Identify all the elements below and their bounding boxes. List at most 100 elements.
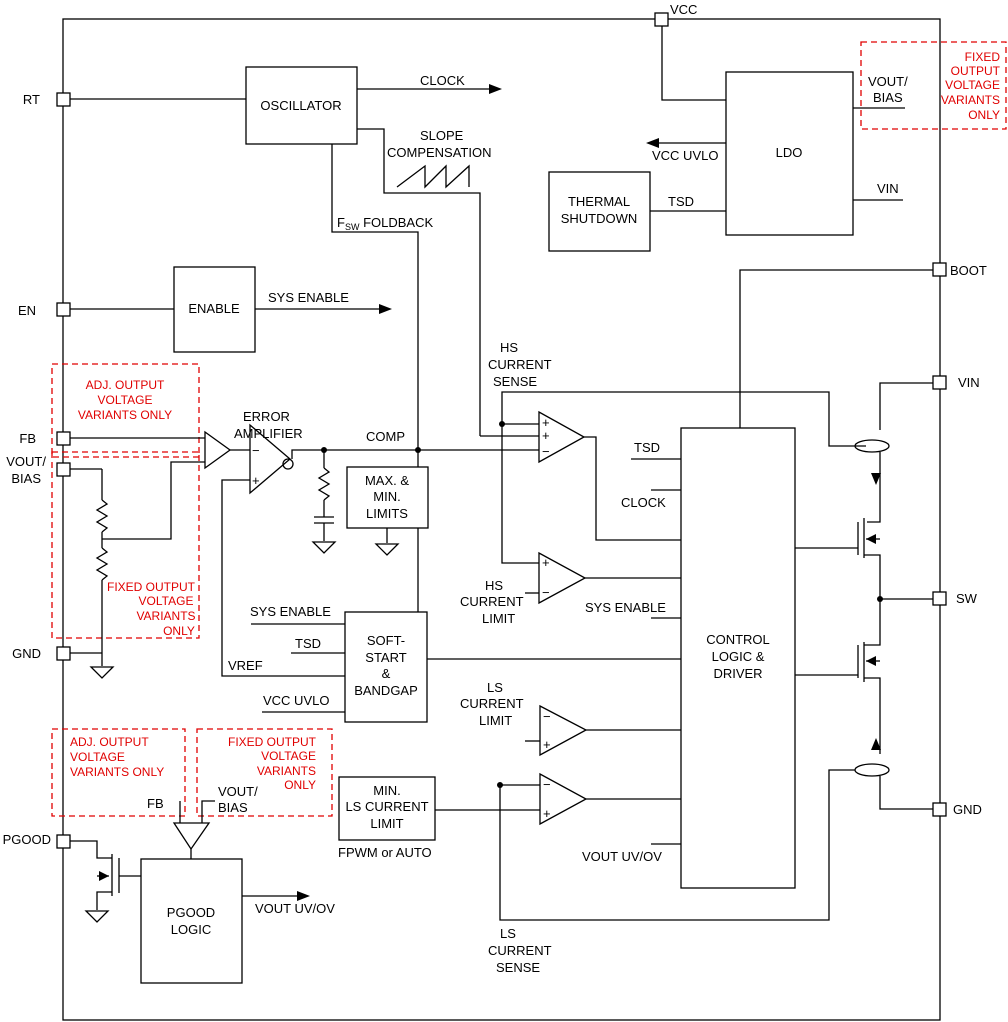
svg-text:−: −: [542, 585, 550, 600]
pin-rt[interactable]: RT: [23, 92, 71, 107]
pgood-mosfet-icon: [70, 840, 120, 910]
pin-gnd-right[interactable]: GND: [932, 802, 982, 817]
pg-vout-uvov-label: VOUT UV/OV: [255, 901, 335, 916]
ls-limit-label-2: CURRENT: [460, 696, 524, 711]
svg-text:VOLTAGE: VOLTAGE: [139, 594, 194, 608]
oscillator-block: OSCILLATOR: [245, 66, 358, 145]
ctrl-vout-uvov-label: VOUT UV/OV: [582, 849, 662, 864]
svg-text:−: −: [542, 444, 550, 459]
svg-text:ONLY: ONLY: [163, 624, 195, 638]
svg-text:ONLY: ONLY: [284, 778, 316, 792]
svg-text:LS CURRENT: LS CURRENT: [345, 799, 428, 814]
pin-gnd-right-label: GND: [953, 802, 982, 817]
hs-sense-label-1: HS: [500, 340, 518, 355]
pgood-mux-buffer: [172, 822, 211, 851]
svg-text:ONLY: ONLY: [968, 108, 1000, 122]
svg-text:DRIVER: DRIVER: [713, 666, 762, 681]
pin-boot-label: BOOT: [950, 263, 987, 278]
adj-variants-note-fb: [51, 363, 200, 458]
svg-text:MIN.: MIN.: [373, 783, 400, 798]
fixed-variants-note-top: [860, 41, 1007, 130]
svg-text:+: +: [542, 428, 550, 443]
pin-pgood[interactable]: PGOOD: [3, 832, 71, 849]
svg-text:OSCILLATOR: OSCILLATOR: [260, 98, 341, 113]
ls-sense-label-1: LS: [500, 926, 516, 941]
pin-en[interactable]: EN: [18, 302, 71, 318]
fixed-variants-note-pgood: [196, 728, 333, 817]
slope-wire: [357, 128, 481, 436]
pin-vcc-label: VCC: [670, 2, 697, 17]
slope-label-2: COMPENSATION: [387, 145, 492, 160]
pin-vout-label-2: BIAS: [11, 471, 41, 486]
ldo-vout-label-1: VOUT/: [868, 74, 908, 89]
hs-current-limit-comparator: [538, 551, 587, 605]
vcc-uvlo-arrow-icon: [646, 138, 659, 148]
svg-text:VOLTAGE: VOLTAGE: [945, 78, 1000, 92]
ss-vcc-uvlo-label: VCC UVLO: [263, 693, 329, 708]
control-logic-driver-block: CONTROL LOGIC & DRIVER: [680, 427, 796, 889]
fb-mux-buffer: [204, 430, 232, 470]
svg-text:LOGIC &: LOGIC &: [712, 649, 765, 664]
ls-sense-wire: [499, 769, 855, 921]
svg-text:MAX. &: MAX. &: [365, 473, 409, 488]
ls-sense-label-3: SENSE: [496, 960, 540, 975]
svg-text:THERMAL: THERMAL: [568, 194, 630, 209]
hs-sense-wire: [501, 391, 866, 447]
svg-text:+: +: [252, 473, 260, 488]
pin-vin[interactable]: VIN: [932, 375, 980, 390]
comp-wire: [291, 449, 540, 459]
error-amp-label-1: ERROR: [243, 409, 290, 424]
divider-tap-wire: [102, 461, 205, 540]
svg-text:SHUTDOWN: SHUTDOWN: [561, 211, 638, 226]
svg-text:−: −: [543, 777, 551, 792]
ls-min-comparator: [539, 772, 588, 826]
error-amp-label-2: AMPLIFIER: [234, 426, 303, 441]
fixed-variants-note-fb: [51, 451, 200, 639]
ls-limit-label-1: LS: [487, 680, 503, 695]
vin-wire: [879, 382, 933, 430]
pin-gnd-left-label: GND: [12, 646, 41, 661]
hs-sense-ct-icon: [854, 439, 890, 453]
hs-sense-label-3: SENSE: [493, 374, 537, 389]
pgood-logic-block: PGOOD LOGIC: [140, 858, 243, 984]
pg-fb-label: FB: [147, 796, 164, 811]
svg-text:VARIANTS ONLY: VARIANTS ONLY: [70, 765, 164, 779]
pin-sw[interactable]: SW: [932, 591, 978, 606]
hs-limit-label-3: LIMIT: [482, 611, 515, 626]
pin-vcc[interactable]: VCC: [654, 2, 697, 27]
clock-label: CLOCK: [420, 73, 465, 88]
svg-text:SOFT-: SOFT-: [367, 633, 405, 648]
pin-gnd-left[interactable]: GND: [12, 646, 71, 661]
max-min-limits-block: MAX. & MIN. LIMITS: [346, 466, 429, 529]
svg-text:ADJ. OUTPUT: ADJ. OUTPUT: [70, 735, 149, 749]
svg-text:LDO: LDO: [776, 145, 803, 160]
pg-vout-label-1: VOUT/: [218, 784, 258, 799]
vref-wire: [221, 479, 345, 677]
pin-fb[interactable]: FB: [19, 431, 71, 446]
pin-boot[interactable]: BOOT: [932, 262, 987, 278]
error-amplifier: [249, 423, 292, 495]
pin-pgood-label: PGOOD: [3, 832, 51, 847]
ldo-vout-label-2: BIAS: [873, 90, 903, 105]
ls-mosfet-icon: [857, 599, 881, 754]
svg-text:VOLTAGE: VOLTAGE: [70, 750, 125, 764]
boot-wire: [739, 269, 933, 428]
svg-text:LOGIC: LOGIC: [171, 922, 211, 937]
pin-vout-bias[interactable]: VOUT/ BIAS: [6, 454, 71, 486]
ground-icon-left: [89, 666, 115, 679]
fsw-foldback-label: FSW FOLDBACK: [337, 215, 433, 232]
enable-block: ENABLE: [173, 266, 256, 353]
min-ls-current-limit-block: MIN. LS CURRENT LIMIT: [338, 776, 436, 841]
ls-current-limit-comparator: [539, 704, 588, 757]
pin-sw-label: SW: [956, 591, 978, 606]
svg-text:BANDGAP: BANDGAP: [354, 683, 418, 698]
sawtooth-icon: [396, 164, 470, 189]
ss-tsd-label: TSD: [295, 636, 321, 651]
hs-sense-label-2: CURRENT: [488, 357, 552, 372]
tsd-label: TSD: [668, 194, 694, 209]
svg-text:+: +: [542, 555, 550, 570]
pg-vout-uvov-arrow-icon: [297, 891, 310, 901]
ls-sense-label-2: CURRENT: [488, 943, 552, 958]
svg-text:+: +: [543, 737, 551, 752]
